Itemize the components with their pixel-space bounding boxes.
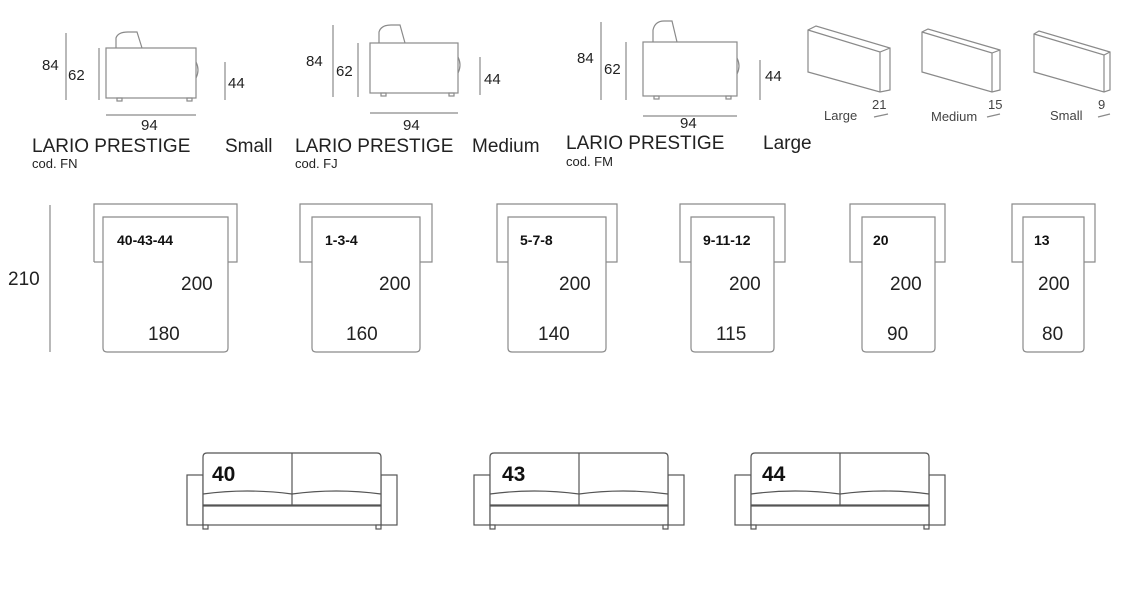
bed-length: 210: [8, 269, 40, 290]
sofa-front-view: 43: [473, 452, 685, 530]
sofa-code: 44: [762, 463, 786, 486]
model-code: cod. FM: [566, 154, 613, 169]
bed-plan: 20 200 90: [849, 203, 946, 353]
model-code: cod. FJ: [295, 156, 338, 171]
bed-codes: 1-3-4: [325, 232, 358, 248]
seat-height: 44: [228, 75, 245, 92]
bed-codes: 40-43-44: [117, 232, 173, 248]
armrest-width: 15: [988, 97, 1002, 112]
back-height: 62: [68, 67, 85, 84]
armrest-width: 9: [1098, 97, 1105, 112]
armrest-large: Large 21: [807, 25, 891, 123]
bed-mattress-width: 140: [538, 324, 570, 345]
headrest-icon: [378, 24, 406, 44]
bed-codes: 9-11-12: [703, 232, 751, 248]
bed-mattress-width: 180: [148, 324, 180, 345]
sofa-front-view: 44: [734, 452, 946, 530]
bed-mattress-length: 200: [729, 274, 761, 295]
model-size: Medium: [472, 136, 540, 157]
sofa-code: 40: [212, 463, 235, 486]
bed-mattress-length: 200: [379, 274, 411, 295]
bed-plan: 9-11-12 200 115: [679, 203, 786, 353]
bed-mattress-width: 160: [346, 324, 378, 345]
bed-plan: 13 200 80: [1011, 203, 1096, 353]
sofa-code: 43: [502, 463, 525, 486]
seat-height: 44: [765, 68, 782, 85]
bed-mattress-length: 200: [890, 274, 922, 295]
model-name: LARIO PRESTIGE: [295, 136, 453, 157]
total-height: 84: [577, 50, 594, 67]
bed-mattress-length: 200: [559, 274, 591, 295]
bed-mattress-length: 200: [181, 274, 213, 295]
total-height: 84: [306, 53, 323, 70]
headrest-icon: [652, 20, 678, 43]
bed-codes: 13: [1034, 232, 1050, 248]
bed-codes: 5-7-8: [520, 232, 553, 248]
total-height: 84: [42, 57, 59, 74]
bed-mattress-length: 200: [1038, 274, 1070, 295]
model-name: LARIO PRESTIGE: [566, 133, 724, 154]
bed-plan: 5-7-8 200 140: [496, 203, 618, 353]
bed-codes: 20: [873, 232, 889, 248]
armrest-label: Medium: [931, 109, 977, 124]
bed-mattress-width: 80: [1042, 324, 1063, 345]
back-height: 62: [336, 63, 353, 80]
bed-plan: 1-3-4 200 160: [299, 203, 433, 353]
armrest-label: Large: [824, 108, 857, 123]
armrest-width: 21: [872, 97, 886, 112]
bed-mattress-width: 90: [887, 324, 908, 345]
headrest-icon: [115, 31, 143, 49]
side-view-large: 84 62 44 94 LARIO PRESTIGE Large cod. FM: [566, 20, 812, 169]
sofa-front-view: 40: [186, 452, 398, 530]
depth: 94: [141, 117, 158, 134]
depth: 94: [680, 115, 697, 132]
model-code: cod. FN: [32, 156, 78, 171]
armrest-small: Small 9: [1033, 30, 1111, 123]
model-name: LARIO PRESTIGE: [32, 136, 190, 157]
model-size: Large: [763, 133, 812, 154]
bed-mattress-width: 115: [716, 324, 746, 345]
side-view-medium: 84 62 44 94 LARIO PRESTIGE Medium cod. F…: [295, 24, 540, 171]
seat-height: 44: [484, 71, 501, 88]
side-view-small: 84 62 44 94 LARIO PRESTIGE Small cod. FN: [32, 31, 273, 171]
back-height: 62: [604, 61, 621, 78]
model-size: Small: [225, 136, 273, 157]
bed-plan: 40-43-44 200 180: [93, 203, 238, 353]
armrest-medium: Medium 15: [921, 28, 1002, 124]
armrest-label: Small: [1050, 108, 1083, 123]
depth: 94: [403, 117, 420, 134]
